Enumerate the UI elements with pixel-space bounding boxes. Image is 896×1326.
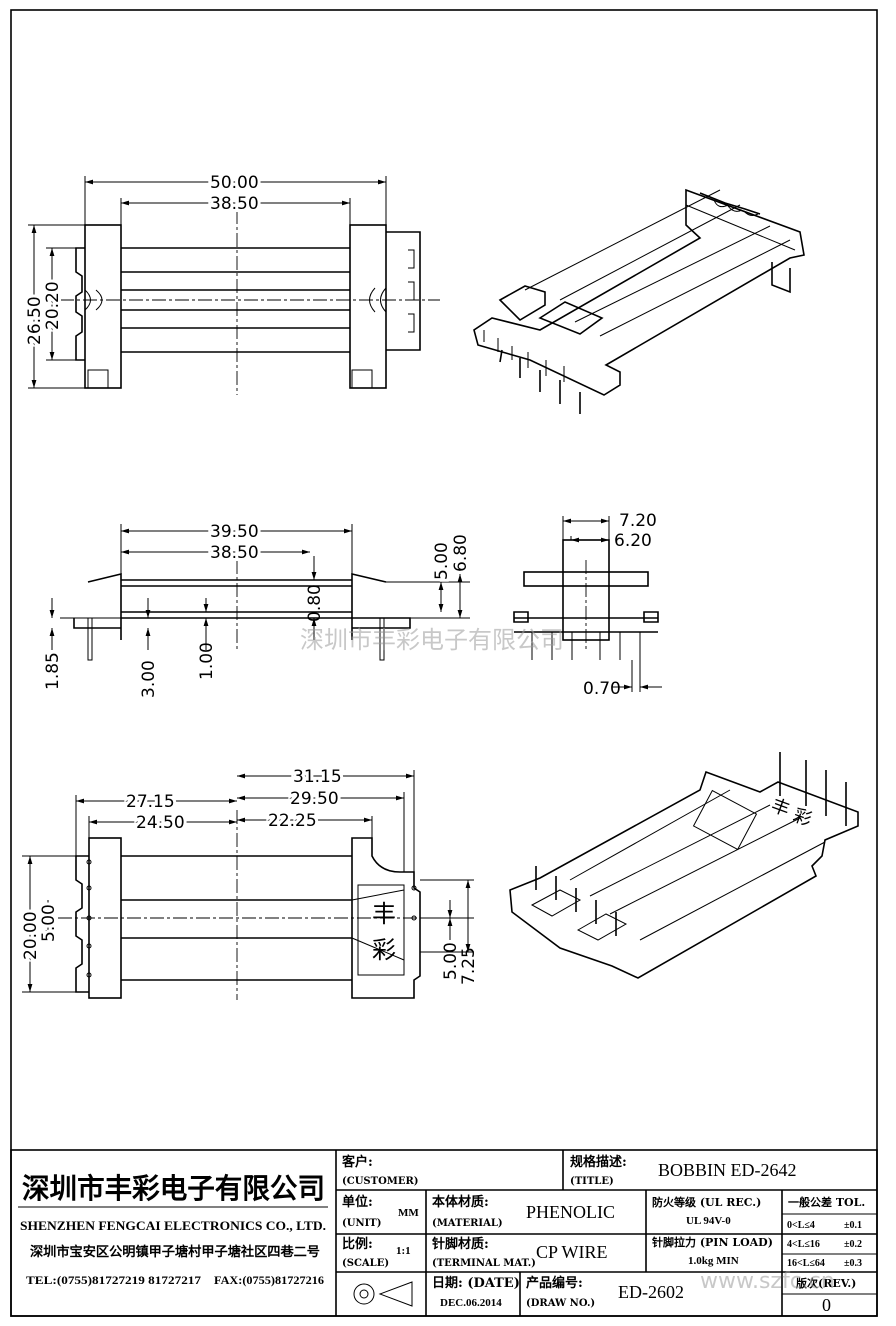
unit-label-en: (UNIT)	[342, 1218, 381, 1229]
iso-view-top	[473, 188, 805, 414]
scale-value: 1:1	[396, 1245, 411, 1257]
dim-side-height-outer: 6.80	[451, 534, 471, 572]
dim-bottom-l2: 24.50	[136, 813, 185, 833]
dim-bottom-l1: 27.15	[126, 792, 175, 812]
drawno-value: ED-2602	[618, 1282, 684, 1302]
drawno-label-cn: 产品编号:	[526, 1275, 583, 1291]
material-label-cn: 本体材质:	[432, 1194, 489, 1210]
ul-value: UL 94V-0	[686, 1215, 731, 1227]
material-value: PHENOLIC	[526, 1202, 615, 1222]
watermark-center: 深圳市丰彩电子有限公司	[300, 626, 564, 654]
dim-side-base: 1.00	[197, 642, 217, 680]
drawno-label-en: (DRAW NO.)	[526, 1298, 595, 1309]
customer-label-en: (CUSTOMER)	[342, 1176, 419, 1187]
dim-end-outer: 7.20	[619, 511, 657, 531]
title-value: BOBBIN ED-2642	[658, 1160, 797, 1180]
tol-range-3: 16<L≤64	[787, 1258, 825, 1269]
title-label-cn: 规格描述:	[570, 1154, 627, 1170]
dim-bottom-r1: 31.15	[293, 767, 342, 787]
dim-side-pin: 1.85	[43, 652, 63, 690]
tol-range-1: 0<L≤4	[787, 1220, 815, 1231]
pinload-label: 针脚拉力 (PIN LOAD)	[652, 1235, 773, 1249]
dim-bottom-v4: 7.25	[459, 947, 479, 985]
terminal-value: CP WIRE	[536, 1242, 608, 1262]
rev-label: 版次(REV.)	[796, 1276, 856, 1290]
mark-char-1: 丰	[372, 900, 396, 928]
unit-label-cn: 单位:	[342, 1194, 373, 1210]
customer-label-cn: 客户:	[342, 1154, 373, 1170]
mark-char-2: 彩	[372, 936, 396, 964]
dim-top-height-outer: 26.50	[25, 296, 45, 345]
dim-bottom-v1: 20.00	[21, 911, 41, 960]
dim-end-pin: 0.70	[583, 679, 621, 699]
tolerance-label: 一般公差 TOL.	[788, 1195, 865, 1209]
end-view	[513, 516, 662, 692]
scale-label-cn: 比例:	[342, 1236, 373, 1252]
dim-bottom-v2: 5.00	[39, 904, 59, 942]
company-address: 深圳市宝安区公明镇甲子塘村甲子塘社区四巷二号	[30, 1244, 320, 1260]
iso-mark-1: 丰	[768, 795, 792, 821]
dim-side-width-inner: 38.50	[210, 543, 259, 563]
tol-value-1: ±0.1	[844, 1220, 862, 1231]
company-tel: TEL:(0755)81727219 81727217	[26, 1273, 201, 1287]
title-block	[10, 1149, 878, 1317]
terminal-label-cn: 针脚材质:	[431, 1236, 489, 1252]
dim-side-height-inner: 5.00	[432, 542, 452, 580]
dim-bottom-r3: 22.25	[268, 811, 317, 831]
dim-bottom-v3: 5.00	[441, 942, 461, 980]
dim-top-width-outer: 50.00	[210, 173, 259, 193]
date-label: 日期: (DATE)	[432, 1276, 520, 1291]
dim-side-step: 3.00	[139, 660, 159, 698]
dim-bottom-r2: 29.50	[290, 789, 339, 809]
iso-mark-2: 彩	[790, 805, 814, 831]
tol-value-3: ±0.3	[844, 1258, 862, 1269]
material-label-en: (MATERIAL)	[432, 1218, 503, 1229]
scale-label-en: (SCALE)	[342, 1258, 389, 1269]
terminal-label-en: (TERMINAL MAT.)	[432, 1258, 536, 1269]
watermark-corner: www.szfc.cn	[700, 1269, 835, 1294]
tol-value-2: ±0.2	[844, 1239, 862, 1250]
dim-side-flange: 0.80	[305, 584, 325, 622]
bottom-view	[22, 770, 474, 1000]
company-fax: FAX:(0755)81727216	[214, 1273, 324, 1287]
date-value: DEC.06.2014	[440, 1297, 502, 1309]
iso-view-bottom: 丰 彩	[509, 752, 859, 979]
rev-value: 0	[822, 1295, 831, 1315]
pinload-value: 1.0kg MIN	[688, 1255, 739, 1267]
dim-side-width-outer: 39.50	[210, 522, 259, 542]
tol-range-2: 4<L≤16	[787, 1239, 820, 1250]
company-name-cn: 深圳市丰彩电子有限公司	[22, 1172, 325, 1205]
side-view	[49, 524, 470, 661]
ul-label: 防火等级 (UL REC.)	[652, 1195, 761, 1209]
company-name-en: SHENZHEN FENGCAI ELECTRONICS CO., LTD.	[20, 1218, 326, 1233]
unit-value: MM	[398, 1207, 419, 1219]
top-view	[28, 176, 440, 395]
dim-end-inner: 6.20	[614, 531, 652, 551]
title-label-en: (TITLE)	[570, 1176, 614, 1187]
dim-top-width-inner: 38.50	[210, 194, 259, 214]
dim-top-height-inner: 20.20	[43, 281, 63, 330]
